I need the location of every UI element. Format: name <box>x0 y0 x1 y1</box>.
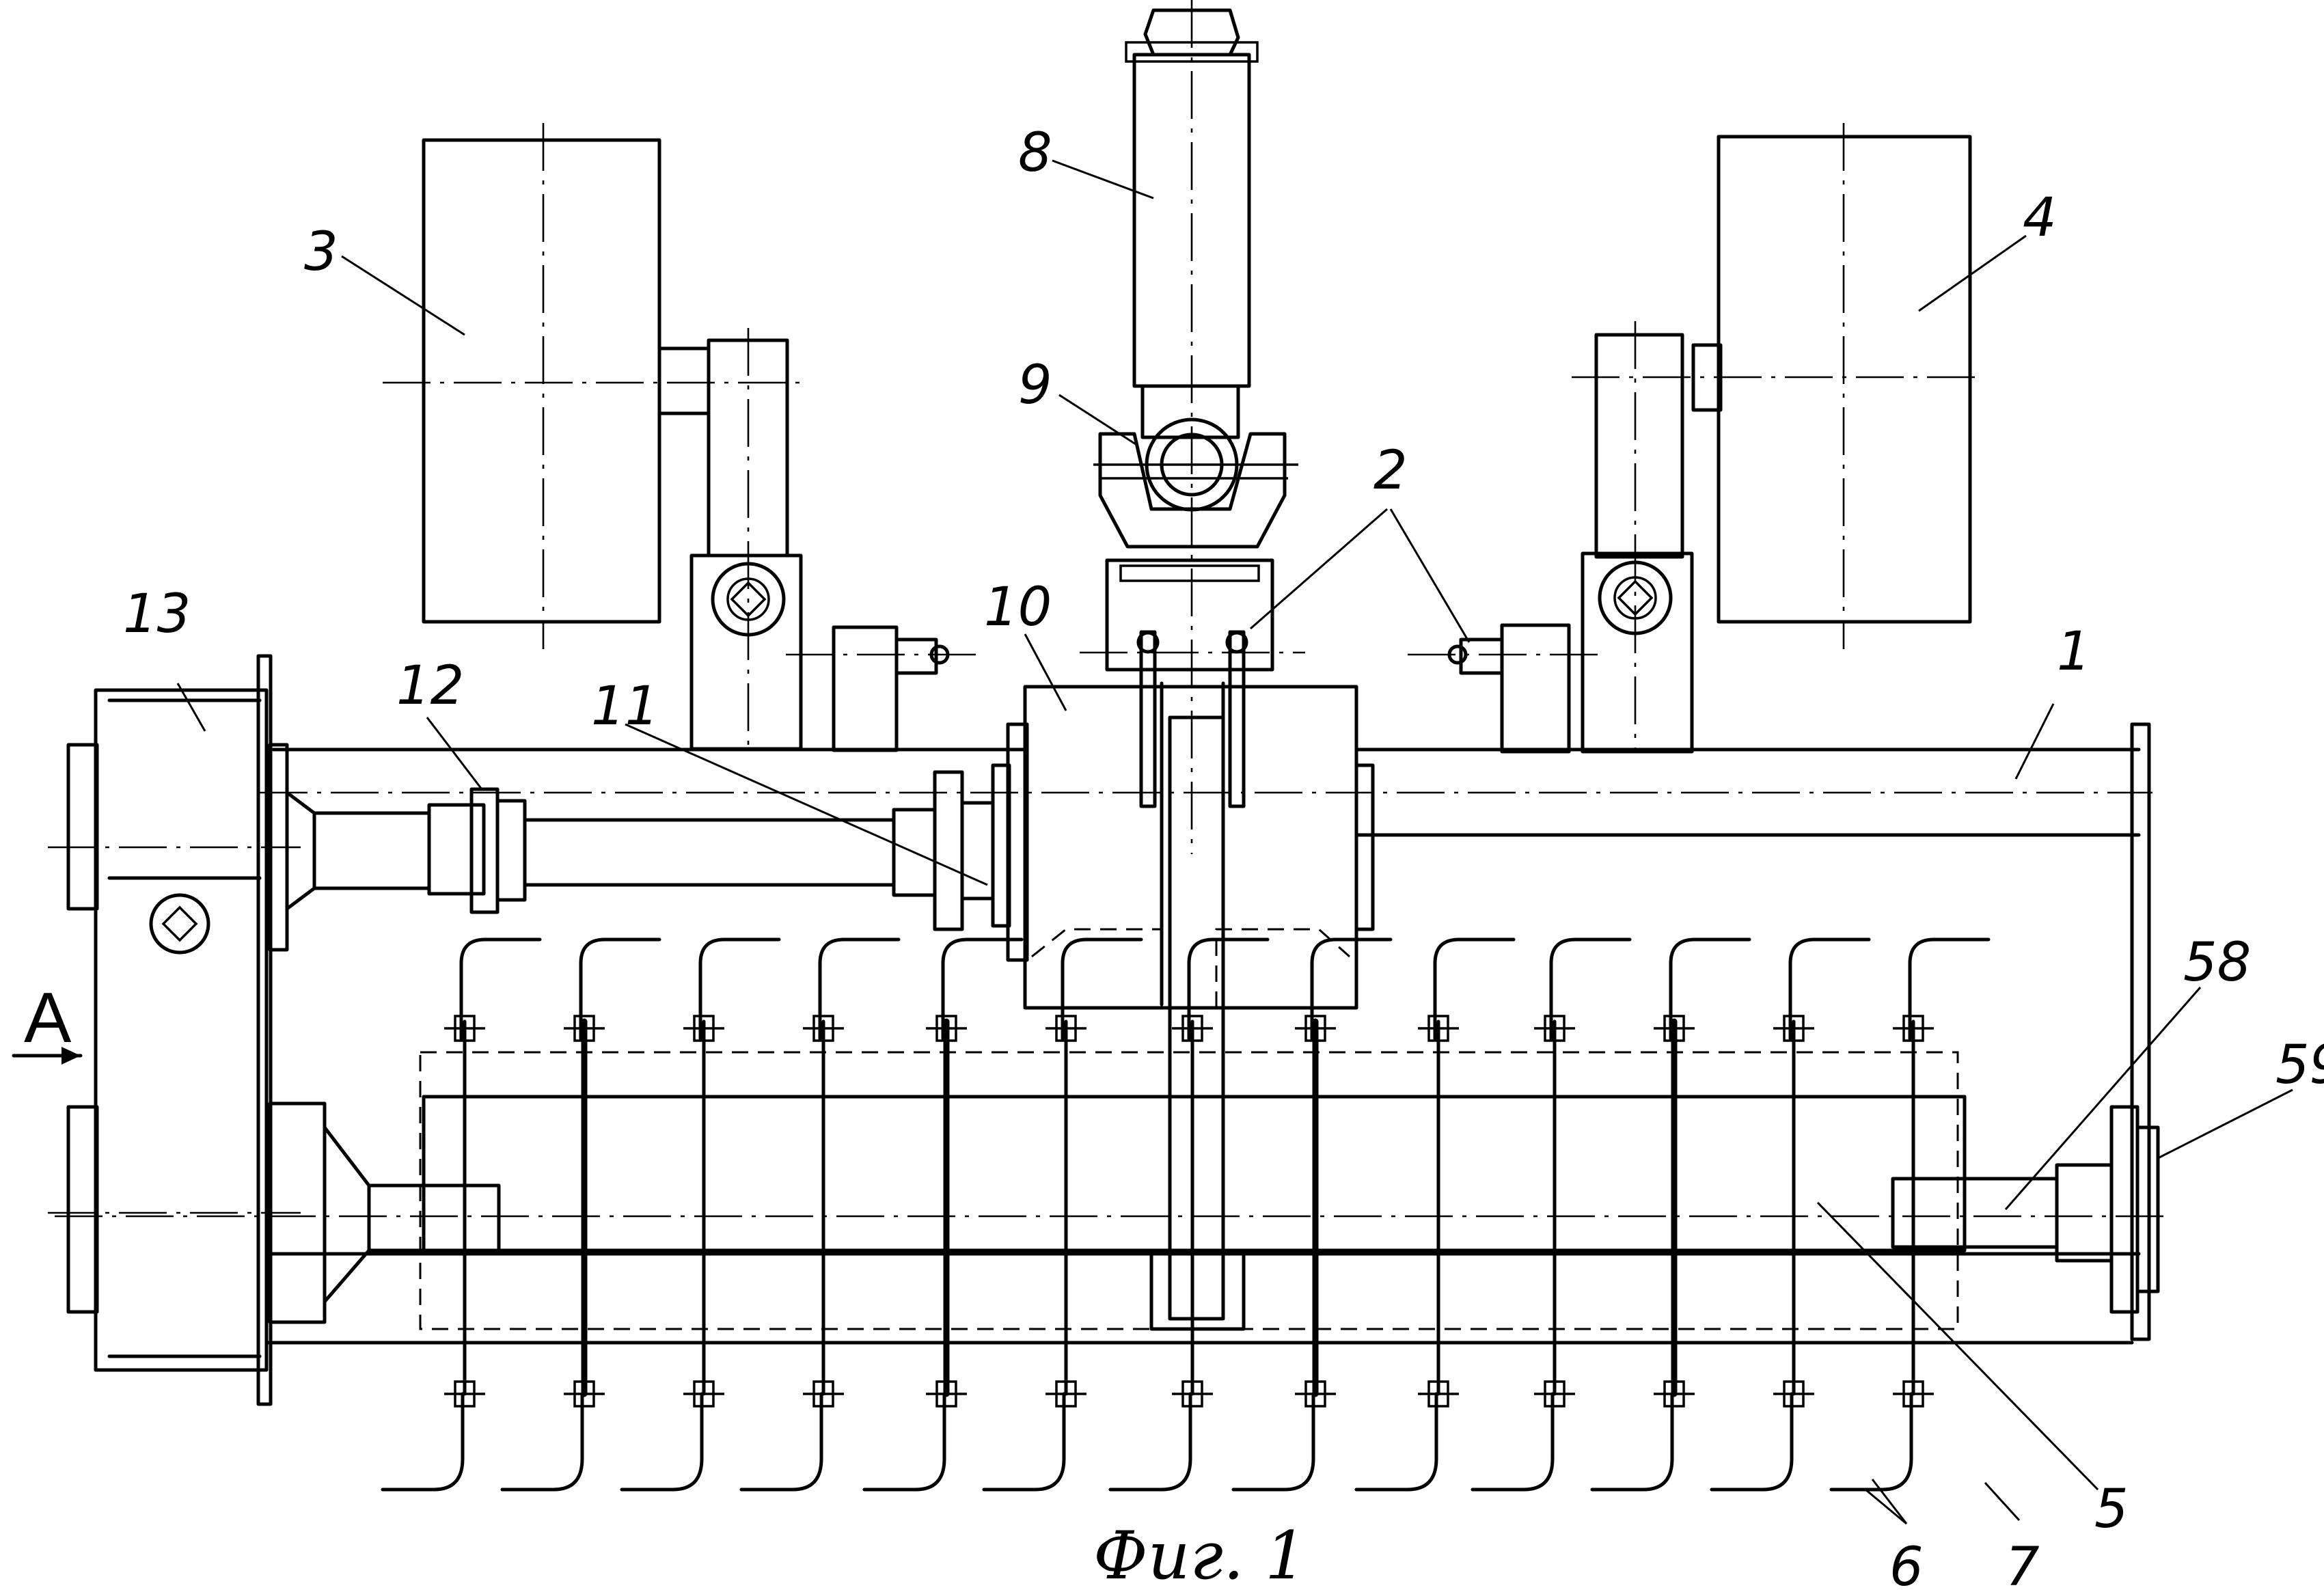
label-59: 59 <box>2275 1034 2324 1096</box>
wheel-bracket-right <box>1583 321 1692 752</box>
pin-bracket-right <box>1408 625 1599 752</box>
label-10: 10 <box>984 577 1052 638</box>
hinge-joint <box>1093 420 1298 670</box>
tine-row <box>383 940 1988 1490</box>
label-5: 5 <box>2094 1479 2129 1540</box>
label-6: 6 <box>1889 1537 1924 1590</box>
tine <box>383 940 540 1490</box>
label-58: 58 <box>2183 932 2251 993</box>
tine <box>622 940 779 1490</box>
hydraulic-cylinder <box>1126 0 1257 854</box>
label-12: 12 <box>396 655 464 717</box>
gear-housing <box>48 656 301 1404</box>
figure-caption: Фиг. 1 <box>1093 1518 1307 1590</box>
tine <box>502 940 659 1490</box>
label-3: 3 <box>304 221 338 283</box>
drive-shaft <box>270 745 993 950</box>
leader-lines <box>178 161 2293 1524</box>
tine <box>1356 940 1514 1490</box>
label-13: 13 <box>123 584 191 645</box>
label-2: 2 <box>1373 440 1408 502</box>
tine <box>1712 940 1869 1490</box>
tine <box>1592 940 1749 1490</box>
drum-shaft <box>55 1097 2173 1322</box>
tine <box>741 940 899 1490</box>
view-marker: A <box>24 978 72 1058</box>
label-1: 1 <box>2057 621 2091 683</box>
tine <box>1473 940 1630 1490</box>
tine <box>1110 940 1268 1490</box>
label-11: 11 <box>591 676 659 737</box>
tine <box>984 940 1141 1490</box>
wheel-bracket-left <box>692 328 801 752</box>
label-7: 7 <box>2006 1537 2040 1590</box>
tine <box>864 940 1022 1490</box>
label-9: 9 <box>1018 355 1052 416</box>
label-8: 8 <box>1018 122 1052 184</box>
label-4: 4 <box>2023 187 2057 249</box>
pin-bracket-left <box>786 627 977 750</box>
tine <box>1233 940 1391 1490</box>
support-wheel-right <box>1572 123 1982 649</box>
support-wheel-left <box>383 123 803 649</box>
